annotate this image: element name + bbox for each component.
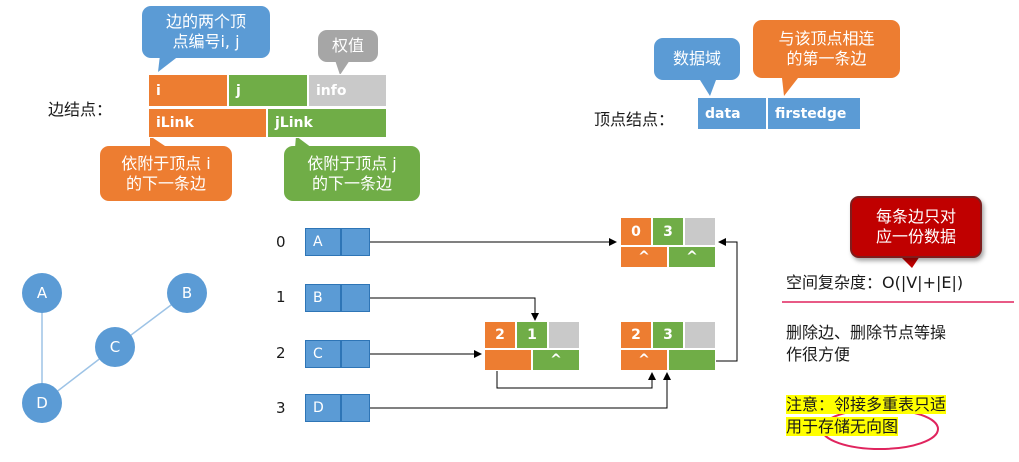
vertex-row-1-data: B — [305, 284, 341, 312]
vertex-row-2-firstedge — [341, 340, 370, 368]
graph-node-d: D — [22, 383, 62, 423]
edge-field-jlink: jLink — [267, 108, 387, 138]
callout-firstedge-line2: 的第一条边 — [786, 49, 867, 68]
edge23-i: 2 — [620, 321, 652, 349]
callout-ij-line1: 边的两个顶 — [165, 12, 246, 31]
callout-tail-jlink — [295, 136, 312, 148]
vertex-index-0: 0 — [276, 233, 286, 251]
edge-field-info: info — [308, 74, 387, 107]
callout-tail-red — [900, 256, 920, 268]
callout-tail-first — [782, 78, 798, 96]
vertex-index-3: 3 — [276, 399, 286, 417]
callout-ij-line2: 点编号i, j — [172, 32, 240, 51]
callout-one-copy-line1: 每条边只对 — [875, 207, 956, 226]
callout-firstedge: 与该顶点相连 的第一条边 — [753, 20, 900, 78]
callout-jlink-line1: 依附于顶点 j — [307, 153, 397, 173]
callout-data: 数据域 — [654, 38, 740, 80]
callout-jlink-line2: 的下一条边 — [311, 173, 392, 193]
callout-jlink: 依附于顶点 j 的下一条边 — [284, 146, 420, 201]
vertex-row-3-data: D — [305, 394, 341, 422]
edge-field-i: i — [148, 74, 228, 107]
warning-note-line1: 注意：邻接多重表只适 — [786, 395, 947, 414]
vertex-row-0-firstedge — [341, 228, 370, 256]
edge03-info — [684, 217, 716, 246]
arrow-d-to-edge23 — [355, 372, 671, 409]
edge21-i: 2 — [484, 321, 516, 349]
edge21-jlink: ^ — [532, 349, 580, 371]
delete-note-line1: 删除边、删除节点等操 — [786, 323, 947, 342]
warning-note: 注意：邻接多重表只适 用于存储无向图 — [786, 394, 947, 438]
vertex-row-1-firstedge — [341, 284, 370, 312]
callout-weight: 权值 — [318, 30, 378, 62]
edge03-jlink: ^ — [668, 246, 716, 268]
vertex-field-data: data — [697, 97, 767, 130]
callout-firstedge-line1: 与该顶点相连 — [778, 29, 875, 48]
callout-ij: 边的两个顶 点编号i, j — [142, 6, 270, 58]
edge21-j: 1 — [516, 321, 548, 349]
graph-node-a: A — [22, 273, 62, 313]
vertex-row-3-firstedge — [341, 394, 370, 422]
vertex-node-label: 顶点结点： — [594, 110, 675, 129]
edge23-info — [684, 321, 716, 349]
vertex-row-2-data: C — [305, 340, 341, 368]
vertex-index-1: 1 — [276, 288, 286, 306]
vertex-row-0-data: A — [305, 228, 341, 256]
edge-field-j: j — [228, 74, 308, 107]
graph-node-b: B — [167, 273, 207, 313]
callout-ilink: 依附于顶点 i 的下一条边 — [100, 146, 232, 201]
arrow-edge21-ilink — [496, 370, 656, 389]
warning-note-line2: 用于存储无向图 — [786, 417, 899, 436]
callout-tail-data — [700, 80, 716, 96]
callout-tail-ilink — [150, 136, 168, 148]
edge21-ilink — [484, 349, 532, 371]
vertex-index-2: 2 — [276, 344, 286, 362]
arrow-b-to-edge21 — [355, 297, 539, 321]
edge03-j: 3 — [652, 217, 684, 246]
vertex-field-firstedge: firstedge — [767, 97, 861, 130]
callout-one-copy-line2: 应一份数据 — [875, 227, 956, 246]
edge-node-label: 边结点： — [48, 100, 113, 119]
edge03-i: 0 — [620, 217, 652, 246]
graph-node-c: C — [95, 327, 135, 367]
space-complexity: 空间复杂度：O(|V|+|E|) — [786, 273, 964, 292]
callout-one-copy: 每条边只对 应一份数据 — [850, 196, 982, 258]
callout-ilink-line1: 依附于顶点 i — [121, 153, 211, 173]
delete-note: 删除边、删除节点等操 作很方便 — [786, 322, 946, 366]
edge23-ilink: ^ — [620, 349, 668, 371]
edge21-info — [548, 321, 580, 349]
edge03-ilink: ^ — [620, 246, 668, 268]
delete-note-line2: 作很方便 — [786, 345, 851, 364]
edge23-jlink — [668, 349, 716, 371]
callout-tail-weight — [335, 60, 350, 75]
edge-field-ilink: iLink — [148, 108, 267, 138]
callout-tail-ij — [158, 55, 180, 72]
callout-ilink-line2: 的下一条边 — [125, 173, 206, 193]
edge23-j: 3 — [652, 321, 684, 349]
